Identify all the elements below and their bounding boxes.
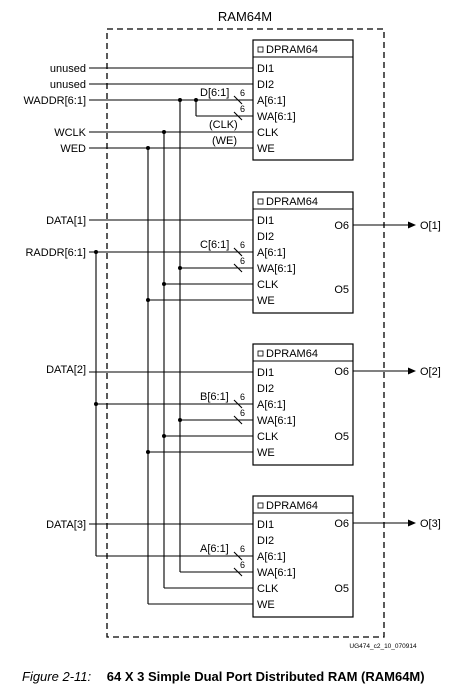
pin-we: WE <box>257 295 275 307</box>
output-label-o2: O[2] <box>420 366 441 378</box>
arrow-right-icon <box>408 519 416 527</box>
pin-a: A[6:1] <box>257 399 286 411</box>
input-label-data3: DATA[3] <box>46 519 86 531</box>
pin-clk: CLK <box>257 279 279 291</box>
bus-label-c: C[6:1] <box>200 239 229 251</box>
bus-width-label: 6 <box>240 544 245 554</box>
pin-di2: DI2 <box>257 535 274 547</box>
bus-width-label: 6 <box>240 408 245 418</box>
input-label-data2: DATA[2] <box>46 364 86 376</box>
pin-wa: WA[6:1] <box>257 415 296 427</box>
bus-label-b: B[6:1] <box>200 391 229 403</box>
bus-width-label: 6 <box>240 104 245 114</box>
pin-o6: O6 <box>334 518 349 530</box>
pin-di1: DI1 <box>257 215 274 227</box>
block-marker-icon <box>257 198 264 205</box>
pin-di2: DI2 <box>257 79 274 91</box>
block-marker-icon <box>257 350 264 357</box>
arrow-right-icon <box>408 221 416 229</box>
bus-label-d: D[6:1] <box>200 87 229 99</box>
caption-text: 64 X 3 Simple Dual Port Distributed RAM … <box>107 669 425 684</box>
dpram64-block-c: DPRAM64 DI1 DI2 A[6:1] WA[6:1] CLK WE O6… <box>252 191 354 314</box>
input-label-wclk: WCLK <box>54 127 86 139</box>
pin-wa: WA[6:1] <box>257 567 296 579</box>
block-title: DPRAM64 <box>266 44 318 56</box>
output-label-o1: O[1] <box>420 220 441 232</box>
pin-a: A[6:1] <box>257 551 286 563</box>
bus-width-label: 6 <box>240 256 245 266</box>
pin-o5: O5 <box>334 583 349 595</box>
pin-clk: CLK <box>257 127 279 139</box>
input-label-raddr: RADDR[6:1] <box>25 247 86 259</box>
bus-width-label: 6 <box>240 88 245 98</box>
dpram64-block-d: DPRAM64 DI1 DI2 A[6:1] WA[6:1] CLK WE <box>252 39 354 161</box>
pin-di1: DI1 <box>257 63 274 75</box>
pin-di1: DI1 <box>257 519 274 531</box>
signal-note-clk: (CLK) <box>209 119 238 131</box>
bus-slashes <box>233 95 243 577</box>
block-marker-icon <box>257 502 264 509</box>
dpram64-block-a: DPRAM64 DI1 DI2 A[6:1] WA[6:1] CLK WE O6… <box>252 495 354 618</box>
signal-note-we: (WE) <box>212 135 237 147</box>
block-title: DPRAM64 <box>266 348 318 360</box>
bus-width-label: 6 <box>240 392 245 402</box>
pin-we: WE <box>257 447 275 459</box>
pin-clk: CLK <box>257 583 279 595</box>
caption-figure-number: Figure 2-11: <box>22 669 92 684</box>
input-label-waddr: WADDR[6:1] <box>23 95 86 107</box>
input-label-data1: DATA[1] <box>46 215 86 227</box>
arrow-right-icon <box>408 367 416 375</box>
input-label-unused: unused <box>50 79 86 91</box>
input-label-unused: unused <box>50 63 86 75</box>
bus-width-label: 6 <box>240 560 245 570</box>
pin-a: A[6:1] <box>257 247 286 259</box>
figure-caption: Figure 2-11: 64 X 3 Simple Dual Port Dis… <box>22 669 425 684</box>
pin-we: WE <box>257 599 275 611</box>
block-title: DPRAM64 <box>266 196 318 208</box>
pin-o6: O6 <box>334 220 349 232</box>
junction-dots <box>94 98 198 454</box>
pin-a: A[6:1] <box>257 95 286 107</box>
doc-id: UG474_c2_10_070914 <box>349 643 417 650</box>
ram64m-title: RAM64M <box>218 9 272 24</box>
pin-o5: O5 <box>334 284 349 296</box>
wires <box>89 67 410 605</box>
bus-width-label: 6 <box>240 240 245 250</box>
pin-di1: DI1 <box>257 367 274 379</box>
block-marker-icon <box>257 46 264 53</box>
pin-di2: DI2 <box>257 383 274 395</box>
input-label-wed: WED <box>60 143 86 155</box>
bus-label-a: A[6:1] <box>200 543 229 555</box>
pin-wa: WA[6:1] <box>257 111 296 123</box>
block-title: DPRAM64 <box>266 500 318 512</box>
pin-o6: O6 <box>334 366 349 378</box>
pin-wa: WA[6:1] <box>257 263 296 275</box>
pin-clk: CLK <box>257 431 279 443</box>
ram64m-boundary <box>106 28 385 638</box>
pin-o5: O5 <box>334 431 349 443</box>
dpram64-block-b: DPRAM64 DI1 DI2 A[6:1] WA[6:1] CLK WE O6… <box>252 343 354 466</box>
output-label-o3: O[3] <box>420 518 441 530</box>
pin-di2: DI2 <box>257 231 274 243</box>
pin-we: WE <box>257 143 275 155</box>
